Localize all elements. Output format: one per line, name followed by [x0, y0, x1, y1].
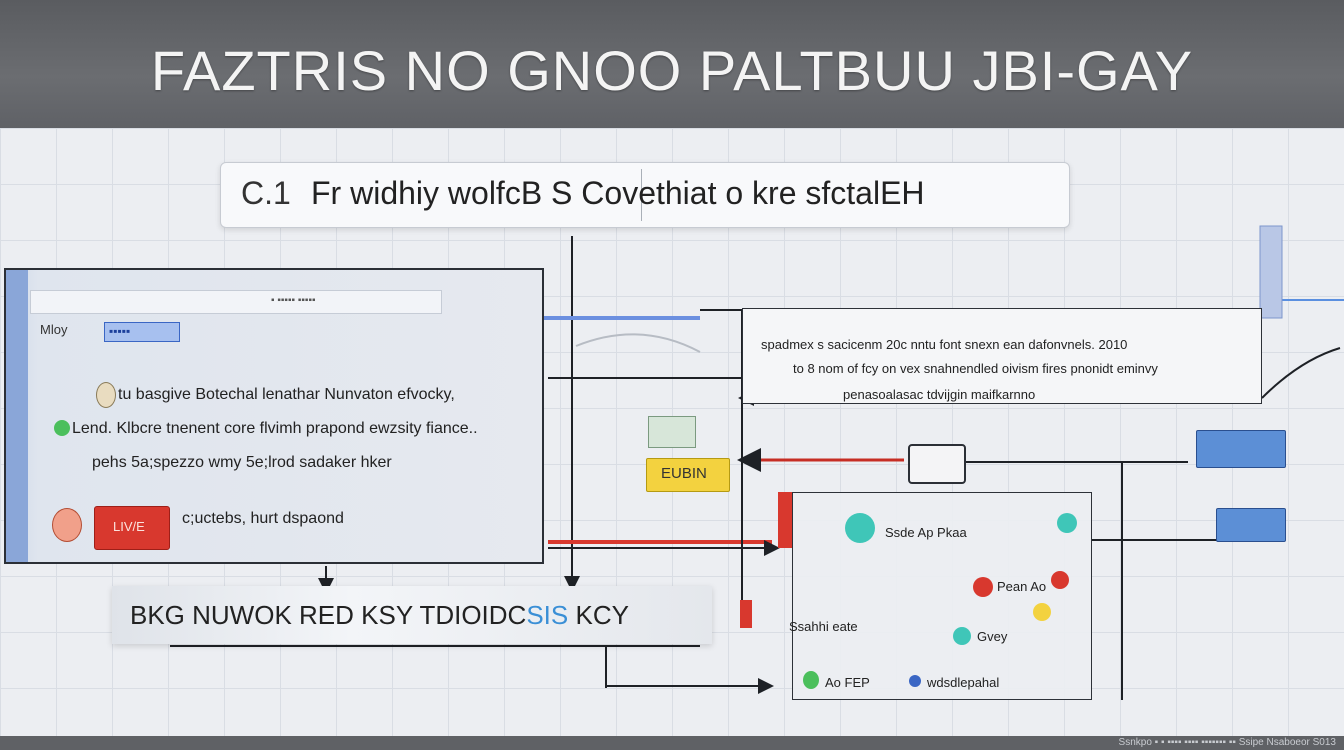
diagram-label: Ssahhi eate	[789, 619, 858, 634]
step-box: C.1 Fr widhiy wolfcB S Covethiat o kre s…	[220, 162, 1070, 228]
diagram-label: Pean Ao	[997, 579, 1047, 594]
connector-line	[1261, 347, 1341, 399]
diagram-label: Ssde Ap Pkaa	[885, 525, 967, 540]
window-tag[interactable]: ▪▪▪▪▪	[104, 322, 180, 342]
step-divider	[641, 169, 642, 221]
window-text-line: c;uctebs, hurt dspaond	[182, 510, 344, 527]
yellow-tag[interactable]: EUBIN	[646, 458, 730, 492]
toolbar-text: ▪ ▪▪▪▪▪ ▪▪▪▪▪	[271, 295, 316, 306]
live-button[interactable]: LIV/E	[94, 506, 170, 550]
accent-rect	[778, 492, 792, 548]
page-title: FAZTRIS NO GNOO PALTBUU JBI-GAY	[150, 39, 1194, 102]
bulb-icon	[96, 382, 116, 408]
diagram-box: Ssde Ap Pkaa Pean Ao Ssahhi eate Gvey Ao…	[789, 492, 1092, 700]
device-icon	[1196, 430, 1286, 468]
app-window: ▪ ▪▪▪▪▪ ▪▪▪▪▪ Mloy ▪▪▪▪▪ tu basgive Bote…	[4, 268, 544, 564]
key-text-highlight: SIS	[526, 600, 569, 630]
window-label: Mloy	[40, 322, 68, 337]
step-number: C.1	[241, 175, 291, 211]
window-tag-text: ▪▪▪▪▪	[109, 324, 131, 338]
node-red	[1051, 571, 1069, 589]
panel-text-line: spadmex s sacicenm 20c nntu font snexn e…	[761, 337, 1128, 352]
window-text-line: tu basgive Botechal lenathar Nunvaton ef…	[118, 386, 455, 403]
window-sidebar-strip	[6, 270, 28, 562]
device-icon	[908, 444, 966, 484]
yellow-tag-text: EUBIN	[661, 465, 707, 482]
checklist-icon	[648, 416, 696, 448]
leaf-icon	[54, 420, 70, 436]
node-red	[973, 577, 993, 597]
key-bar: BKG NUWOK RED KSY TDIOIDCSIS KCY	[112, 586, 712, 644]
node-green	[803, 671, 819, 689]
key-text-end: KCY	[568, 600, 629, 630]
node-teal	[953, 627, 971, 645]
window-text-line: Lend. Klbcre tnenent core flvimh prapond…	[72, 420, 478, 437]
diagram-label: Ao FEP	[825, 675, 870, 690]
bottom-bar	[0, 736, 1344, 750]
window-text-line: pehs 5a;spezzo wmy 5e;lrod sadaker hker	[92, 454, 392, 471]
key-text-main: BKG NUWOK RED KSY TDIOIDC	[130, 600, 527, 630]
diagram-label: Gvey	[977, 629, 1008, 644]
device-icon	[1216, 508, 1286, 542]
key-text: BKG NUWOK RED KSY TDIOIDCSIS KCY	[130, 600, 629, 631]
shield-icon	[52, 508, 82, 542]
node-teal	[1057, 513, 1077, 533]
diagram-label: wdsdlepahal	[927, 675, 1000, 690]
window-toolbar[interactable]: ▪ ▪▪▪▪▪ ▪▪▪▪▪	[30, 290, 442, 314]
live-button-label: LIV/E	[113, 519, 145, 534]
title-bar: FAZTRIS NO GNOO PALTBUU JBI-GAY	[0, 0, 1344, 128]
node-yellow	[1033, 603, 1051, 621]
panel-text-line: to 8 nom of fcy on vex snahnendled oivis…	[793, 361, 1158, 376]
connector-line	[575, 333, 701, 353]
panel-text-line: penasoalasac tdvijgin maifkarnno	[843, 387, 1036, 402]
footer-text: Ssnkpo ▪ ▪ ▪▪▪▪ ▪▪▪▪ ▪▪▪▪▪▪▪ ▪▪ Ssipe Ns…	[1118, 737, 1336, 748]
accent-rect	[740, 600, 752, 628]
node-teal	[845, 513, 875, 543]
accent-rect	[1259, 225, 1283, 319]
info-panel: spadmex s sacicenm 20c nntu font snexn e…	[742, 308, 1262, 404]
step-text: Fr widhiy wolfcB S Covethiat o kre sfcta…	[311, 175, 925, 211]
node-blue	[909, 675, 921, 687]
